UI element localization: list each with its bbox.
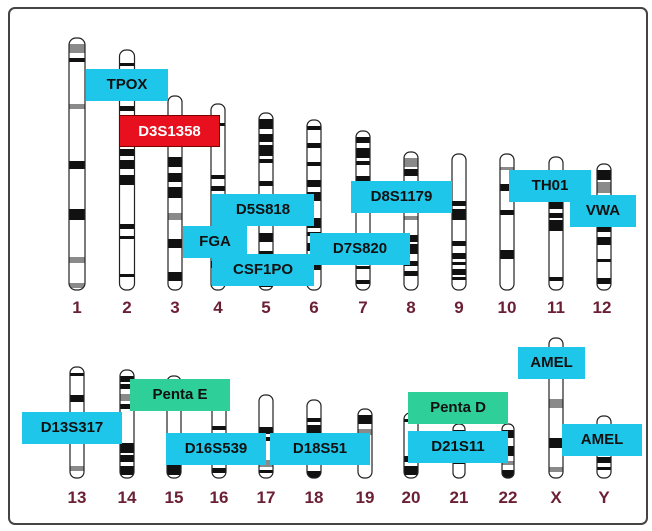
chromosome-8 (403, 151, 419, 291)
marker-vwa: VWA (570, 195, 636, 227)
chromosome-9 (451, 153, 467, 291)
chromosome-number-5: 5 (261, 298, 271, 317)
marker-d5s818: D5S818 (212, 194, 314, 226)
chromosome-1 (68, 37, 86, 291)
chromosome-number-13: 13 (67, 488, 87, 507)
marker-penta-e: Penta E (130, 379, 230, 411)
chromosome-number-6: 6 (309, 298, 319, 317)
marker-amel-x: AMEL (518, 347, 585, 379)
chromosome-number-7: 7 (358, 298, 368, 317)
chromosome-number-14: 14 (117, 488, 137, 507)
chromosome-number-10: 10 (497, 298, 517, 317)
chromosome-number-12: 12 (592, 298, 612, 317)
marker-d16s539: D16S539 (166, 433, 266, 465)
marker-d7s820: D7S820 (310, 233, 410, 265)
chromosome-number-16: 16 (209, 488, 229, 507)
marker-d21s11: D21S11 (408, 431, 508, 463)
chromosome-number-9: 9 (454, 298, 464, 317)
chromosome-number-18: 18 (304, 488, 324, 507)
chromosome-number-19: 19 (355, 488, 375, 507)
chromosome-number-17: 17 (256, 488, 276, 507)
marker-d3s1358: D3S1358 (119, 115, 220, 147)
chromosome-number-22: 22 (498, 488, 518, 507)
chromosome-number-x: X (550, 488, 562, 507)
chromosome-number-20: 20 (401, 488, 421, 507)
marker-d18s51: D18S51 (270, 433, 370, 465)
chromosome-number-1: 1 (72, 298, 82, 317)
marker-fga: FGA (183, 226, 247, 258)
chromosome-number-3: 3 (170, 298, 180, 317)
marker-d13s317: D13S317 (22, 412, 122, 444)
chromosome-number-8: 8 (406, 298, 416, 317)
chromosome-number-21: 21 (449, 488, 469, 507)
marker-amel-y: AMEL (562, 424, 642, 456)
marker-tpox: TPOX (86, 69, 168, 101)
marker-d8s1179: D8S1179 (351, 181, 452, 213)
chromosome-number-11: 11 (547, 298, 565, 317)
marker-penta-d: Penta D (408, 392, 508, 424)
chromosome-number-4: 4 (213, 298, 223, 317)
chromosome-number-2: 2 (122, 298, 132, 317)
chromosome-number-y: Y (598, 488, 610, 507)
marker-csf1po: CSF1PO (212, 254, 314, 286)
chromosome-12 (596, 163, 612, 291)
chromosome-number-15: 15 (164, 488, 184, 507)
